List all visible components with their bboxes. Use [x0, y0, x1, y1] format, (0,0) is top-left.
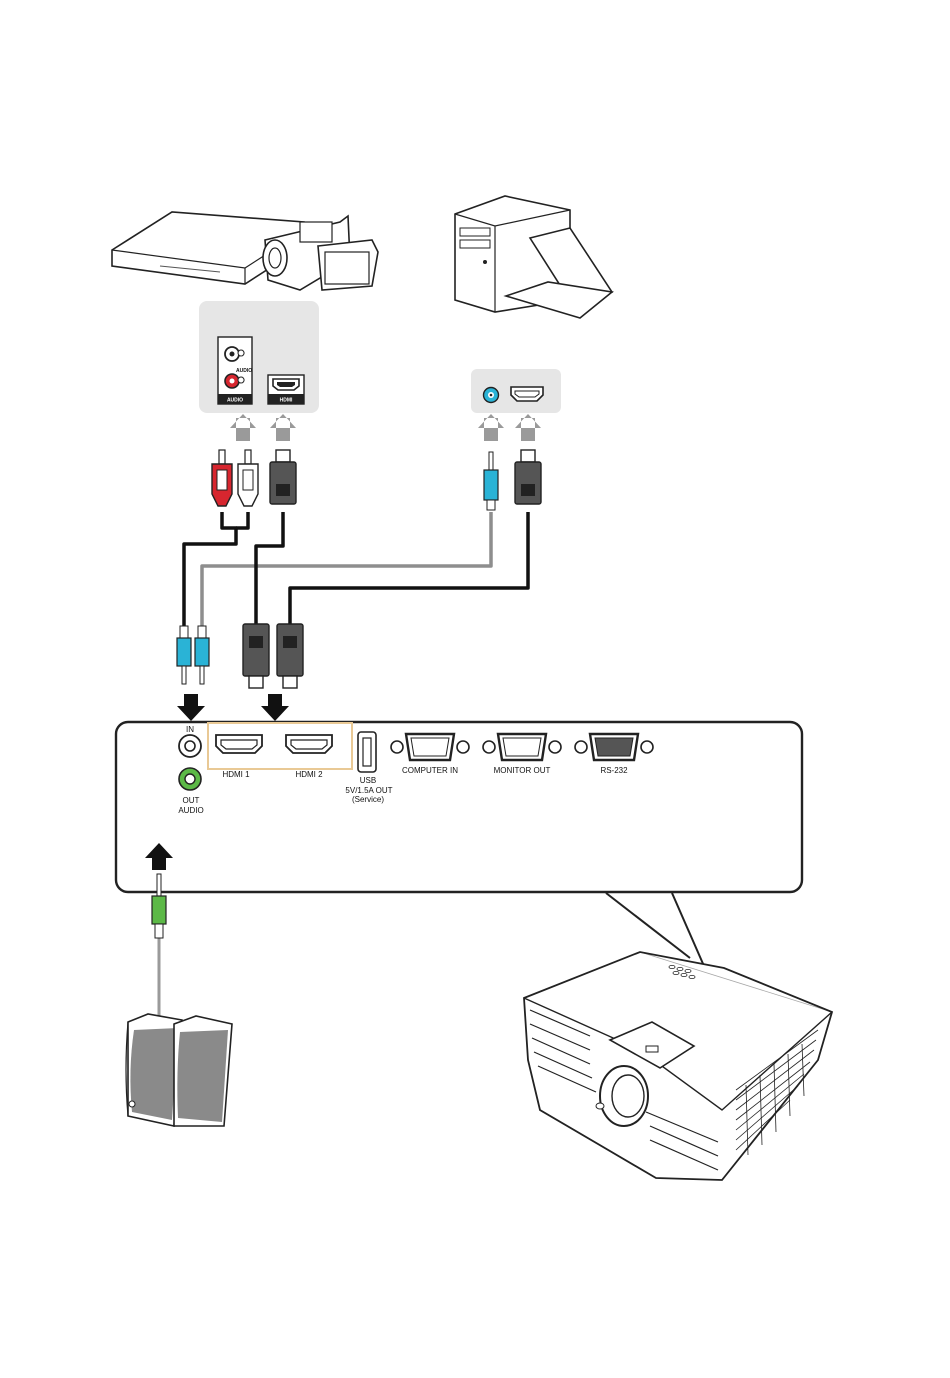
hdmi1-port-icon	[216, 735, 262, 753]
hdmi-bar-label: HDMI	[280, 398, 293, 404]
computer-in-label: COMPUTER IN	[402, 766, 458, 775]
arrow-up-icon	[515, 414, 541, 441]
audio-out-jack-icon	[484, 388, 499, 403]
arrow-up-icon	[230, 414, 256, 441]
audio-jack-label: AUDIO	[236, 368, 252, 374]
monitor-out-label: MONITOR OUT	[494, 766, 551, 775]
hdmi1-label: HDMI 1	[222, 770, 250, 779]
audio-in-jack-icon	[179, 735, 201, 757]
hdmi2-port-icon	[286, 735, 332, 753]
audio-group-label: AUDIO	[178, 806, 203, 815]
hdmi-port-icon	[273, 379, 299, 390]
computer-source-panel	[471, 369, 561, 413]
upload-arrows	[230, 414, 541, 441]
usb-port-icon	[358, 732, 376, 772]
rs232-label: RS-232	[600, 766, 628, 775]
audio-out-label: OUT	[183, 796, 200, 805]
speakers-icon	[126, 1014, 232, 1126]
hdmi-plug-icon	[243, 624, 269, 688]
usb-power-label: 5V/1.5A OUT	[345, 786, 392, 795]
hdmi-plug-icon	[515, 450, 541, 504]
rca-white-plug-icon	[238, 450, 258, 506]
arrow-up-icon	[270, 414, 296, 441]
av-source-panel: AUDIO AUDIO HDMI	[199, 301, 319, 413]
arrow-down-icon	[261, 694, 289, 721]
hdmi2-label: HDMI 2	[295, 770, 323, 779]
arrow-down-icon	[177, 694, 205, 721]
audio-3.5mm-plug-icon	[177, 626, 191, 684]
rca-red-plug-icon	[212, 450, 232, 506]
projector-rear-panel: IN OUT AUDIO HDMI 1 HDMI 2 USB 5V/1.5A O…	[116, 722, 802, 892]
audio-3.5mm-plug-icon	[195, 626, 209, 684]
hdmi-plug-icon	[270, 450, 296, 504]
projector-icon	[524, 893, 832, 1180]
usb-service-label: (Service)	[352, 795, 384, 804]
usb-label: USB	[360, 776, 376, 785]
audio-bar-label: AUDIO	[227, 398, 243, 404]
download-arrows	[177, 694, 289, 721]
hdmi-plug-icon	[277, 624, 303, 688]
audio-3.5mm-plug-icon	[484, 452, 498, 510]
hdmi-port-icon	[511, 387, 543, 401]
arrow-up-icon	[478, 414, 504, 441]
audio-out-jack-icon	[179, 768, 201, 790]
audio-in-label: IN	[186, 725, 194, 734]
